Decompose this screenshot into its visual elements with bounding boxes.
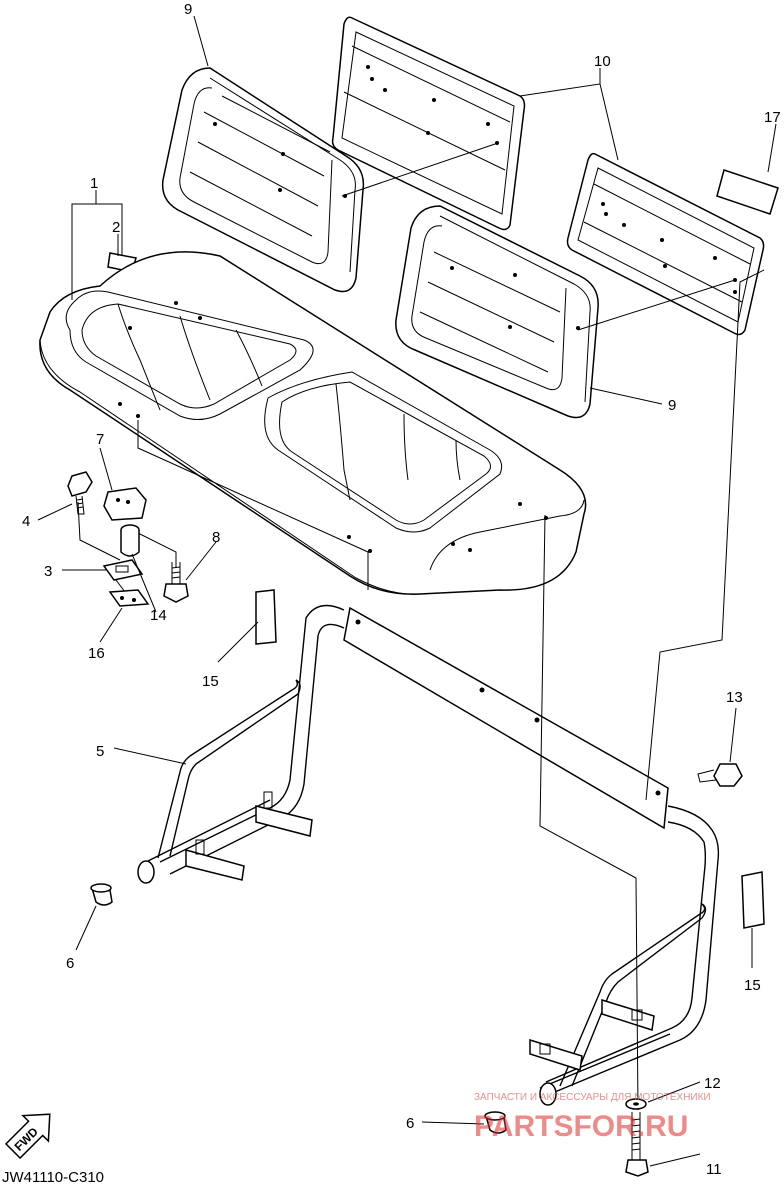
- callout-17: 17: [764, 109, 781, 126]
- cap-6-right: [484, 1111, 507, 1134]
- callout-numbers: 9 10 17 1 2 9 7 4 8 3 14 16 15 13 5 6 15…: [22, 1, 781, 1178]
- seat-frame: [137, 604, 720, 1106]
- callout-9-top: 9: [184, 1, 192, 18]
- bolt-4: [67, 471, 93, 515]
- assembly-leader-lines: [77, 142, 765, 1111]
- bolt-13: [697, 763, 743, 787]
- callout-leaders: [37, 15, 777, 1167]
- bracket-7: [103, 487, 147, 521]
- cap-6-left: [90, 883, 113, 906]
- callout-4: 4: [22, 513, 30, 530]
- callout-15-right: 15: [744, 977, 761, 994]
- collar-14: [120, 524, 140, 557]
- bolt-11: [625, 1112, 649, 1177]
- watermark: ЗАПЧАСТИ И АКСЕССУАРЫ ДЛЯ МОТОТЕХНИКИ PA…: [474, 1092, 711, 1143]
- label-15-left: [255, 589, 277, 645]
- backrest-plate-right: [566, 152, 765, 336]
- backrest-plate-upper: [331, 16, 526, 231]
- backrest-cushion-right: [395, 205, 599, 419]
- bolt-8: [163, 562, 189, 603]
- label-17: [716, 169, 779, 215]
- callout-5: 5: [96, 743, 104, 760]
- plate-16: [108, 589, 150, 607]
- fwd-arrow-icon: FWD: [4, 1113, 51, 1160]
- callout-12: 12: [704, 1075, 721, 1092]
- callout-10: 10: [594, 53, 611, 70]
- watermark-tagline: ЗАПЧАСТИ И АКСЕССУАРЫ ДЛЯ МОТОТЕХНИКИ: [474, 1092, 711, 1103]
- label-15-right: [741, 871, 765, 929]
- callout-6-right: 6: [406, 1115, 414, 1132]
- callout-8: 8: [212, 529, 220, 546]
- callout-7: 7: [96, 431, 104, 448]
- watermark-logo: PARTSFOR.RU: [474, 1110, 688, 1143]
- callout-2: 2: [112, 219, 120, 236]
- callout-16: 16: [88, 645, 105, 662]
- seat-cushion: [39, 251, 587, 595]
- callout-1: 1: [90, 175, 98, 192]
- plate-3: [102, 559, 144, 581]
- diagram-code: JW41110-C310: [2, 1169, 104, 1185]
- callout-14: 14: [150, 607, 167, 624]
- callout-13: 13: [726, 689, 743, 706]
- callout-9-right: 9: [668, 397, 676, 414]
- washer-12: [625, 1098, 647, 1110]
- callout-6-left: 6: [66, 955, 74, 972]
- callout-15-left: 15: [202, 673, 219, 690]
- callout-11: 11: [706, 1161, 722, 1178]
- callout-3: 3: [44, 563, 52, 580]
- backrest-cushion-left: [161, 67, 365, 293]
